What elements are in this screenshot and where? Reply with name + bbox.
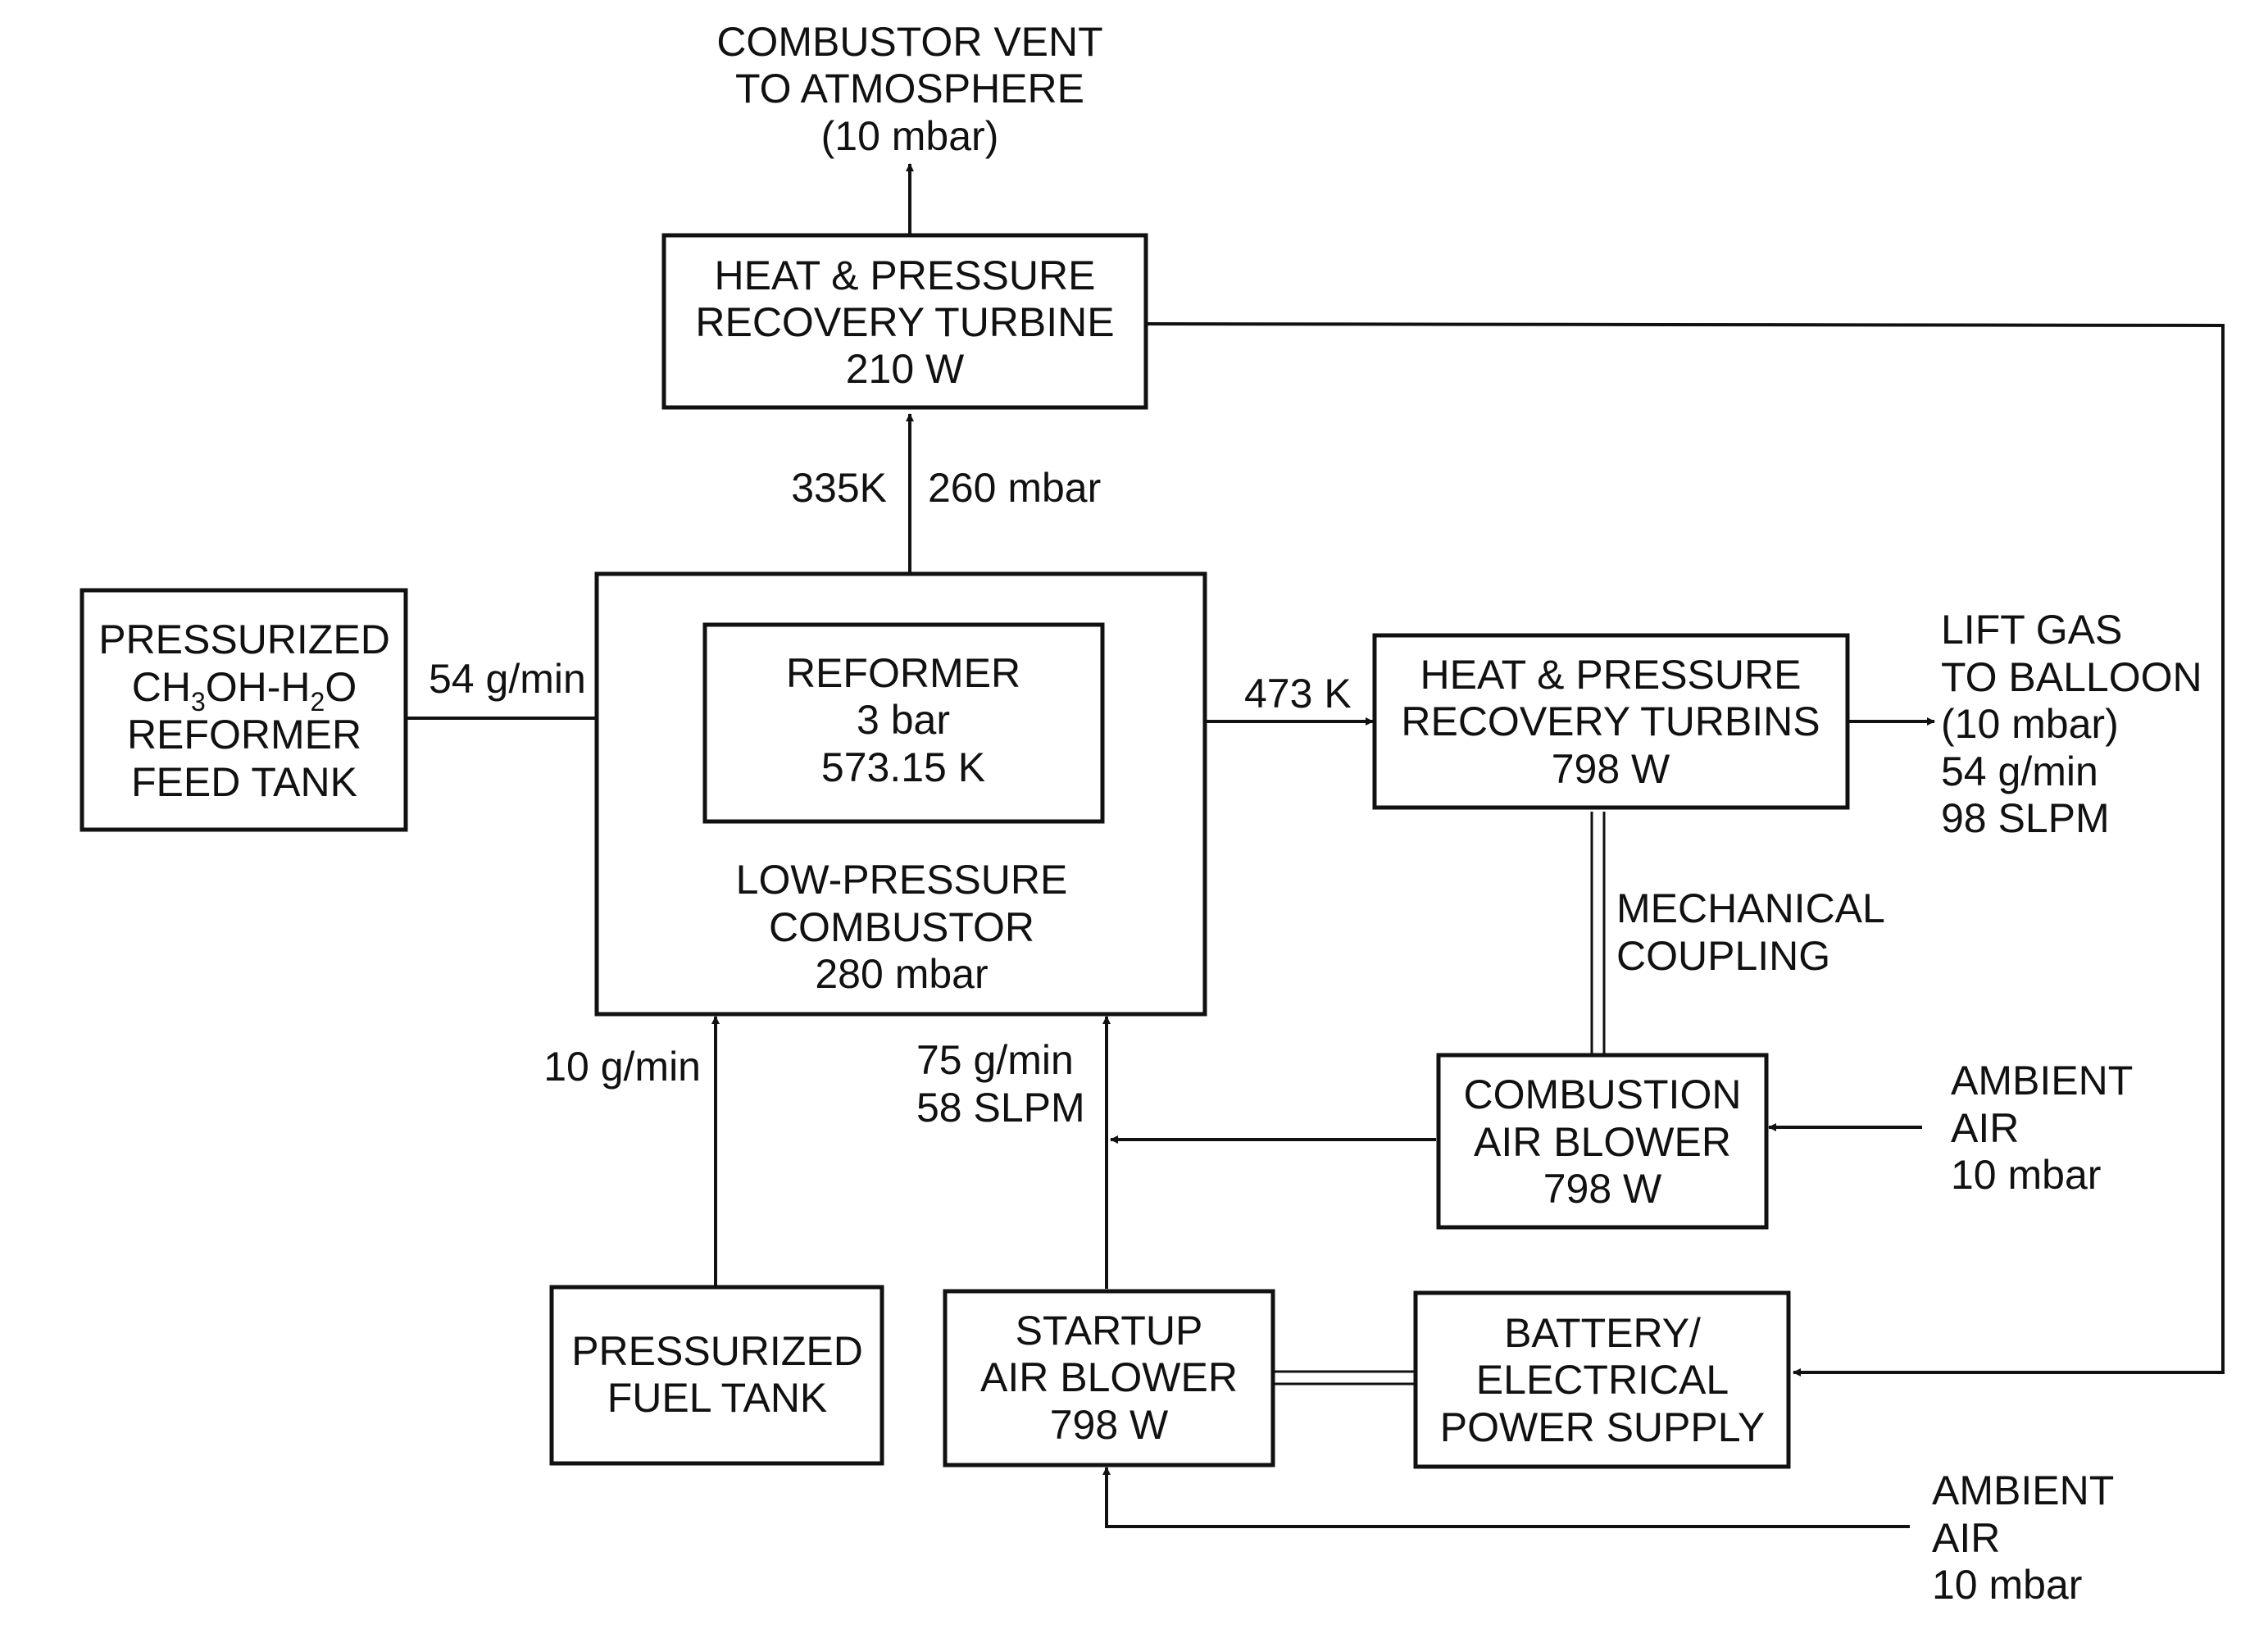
- mechanical-coupling-label: MECHANICAL COUPLING: [1616, 885, 1885, 979]
- battery-line-1: BATTERY/: [1504, 1310, 1701, 1356]
- air-flow-line-1: 75 g/min: [916, 1037, 1074, 1083]
- fuel-tank-line-1: PRESSURIZED: [571, 1328, 863, 1374]
- lift-gas-line-4: 54 g/min: [1941, 749, 2098, 794]
- vent-label-line-2: TO ATMOSPHERE: [735, 66, 1084, 111]
- fuel-tank-line-2: FUEL TANK: [607, 1375, 828, 1421]
- combustion-air-blower-block: COMBUSTION AIR BLOWER 798 W: [1439, 1055, 1766, 1227]
- fuel-tank-block: PRESSURIZED FUEL TANK: [552, 1287, 882, 1463]
- battery-line-2: ELECTRICAL: [1476, 1357, 1729, 1403]
- recovery-turbine-top-block: HEAT & PRESSURE RECOVERY TURBINE 210 W: [664, 235, 1146, 407]
- feed-tank-line-1: PRESSURIZED: [98, 617, 390, 662]
- combustor-line-1: LOW-PRESSURE: [736, 857, 1068, 903]
- reformer-line-3: 573.15 K: [821, 744, 985, 790]
- startup-air-blower-block: STARTUP AIR BLOWER 798 W: [945, 1291, 1273, 1465]
- lift-gas-label: LIFT GAS TO BALLOON (10 mbar) 54 g/min 9…: [1941, 607, 2202, 841]
- mechanical-coupling-line-b: COUPLING: [1616, 933, 1830, 979]
- reformer-line-2: 3 bar: [857, 697, 950, 743]
- recovery-turbins-right-line-3: 798 W: [1552, 746, 1670, 792]
- ambient-air-1-line-1: AMBIENT: [1951, 1058, 2133, 1103]
- air-flow-label: 75 g/min 58 SLPM: [916, 1037, 1085, 1131]
- ambient-air-label-2: AMBIENT AIR 10 mbar: [1932, 1467, 2114, 1608]
- lift-gas-line-1: LIFT GAS: [1941, 607, 2122, 653]
- lift-gas-line-3: (10 mbar): [1941, 701, 2119, 747]
- ambient-air-label-1: AMBIENT AIR 10 mbar: [1951, 1058, 2133, 1198]
- combustor-line-2: COMBUSTOR: [769, 904, 1034, 950]
- ambient-air-1-line-3: 10 mbar: [1951, 1152, 2101, 1198]
- recovery-turbins-right-line-2: RECOVERY TURBINS: [1401, 698, 1820, 744]
- combustion-air-blower-line-3: 798 W: [1543, 1166, 1662, 1212]
- exhaust-pressure-label: 260 mbar: [928, 465, 1101, 511]
- ambient-air-2-line-3: 10 mbar: [1932, 1562, 2082, 1608]
- recovery-turbine-top-line-2: RECOVERY TURBINE: [695, 299, 1114, 345]
- feed-tank-line-4: FEED TANK: [131, 759, 357, 805]
- battery-line-3: POWER SUPPLY: [1440, 1404, 1765, 1450]
- recovery-turbins-right-line-1: HEAT & PRESSURE: [1420, 652, 1802, 698]
- vent-label-line-1: COMBUSTOR VENT: [716, 19, 1102, 65]
- recovery-turbine-top-line-1: HEAT & PRESSURE: [715, 253, 1096, 298]
- startup-air-blower-line-1: STARTUP: [1016, 1308, 1203, 1354]
- recovery-turbins-right-block: HEAT & PRESSURE RECOVERY TURBINS 798 W: [1375, 635, 1848, 808]
- feed-tank-line-3: REFORMER: [127, 712, 361, 758]
- battery-block: BATTERY/ ELECTRICAL POWER SUPPLY: [1416, 1293, 1788, 1467]
- vent-label: COMBUSTOR VENT TO ATMOSPHERE (10 mbar): [716, 19, 1102, 159]
- startup-air-blower-line-3: 798 W: [1050, 1402, 1169, 1448]
- lift-gas-line-2: TO BALLOON: [1941, 654, 2202, 700]
- combustor-line-3: 280 mbar: [815, 951, 988, 997]
- lift-gas-line-5: 98 SLPM: [1941, 795, 2110, 841]
- combustion-air-blower-line-1: COMBUSTION: [1464, 1072, 1742, 1117]
- mechanical-coupling-line-a: MECHANICAL: [1616, 885, 1885, 931]
- ambient-air-2-line-2: AIR: [1932, 1515, 2000, 1561]
- ambient-air-2-line-1: AMBIENT: [1932, 1467, 2114, 1513]
- reformer-line-1: REFORMER: [786, 650, 1020, 696]
- reformate-temp-label: 473 K: [1244, 671, 1352, 717]
- ambient-air-arrow-2: [1107, 1467, 1910, 1527]
- exhaust-temp-label: 335K: [791, 465, 887, 511]
- vent-label-line-3: (10 mbar): [821, 113, 999, 159]
- startup-air-blower-line-2: AIR BLOWER: [980, 1354, 1238, 1400]
- reformer-block: REFORMER 3 bar 573.15 K: [705, 625, 1102, 821]
- air-flow-line-2: 58 SLPM: [916, 1085, 1085, 1131]
- combustion-air-blower-line-2: AIR BLOWER: [1474, 1119, 1731, 1165]
- feed-tank-block: PRESSURIZED CH3OH-H2O REFORMER FEED TANK: [82, 590, 406, 830]
- ambient-air-1-line-2: AIR: [1951, 1105, 2019, 1151]
- feed-flow-label: 54 g/min: [429, 656, 586, 702]
- fuel-flow-label: 10 g/min: [543, 1044, 701, 1090]
- recovery-turbine-top-line-3: 210 W: [846, 346, 965, 392]
